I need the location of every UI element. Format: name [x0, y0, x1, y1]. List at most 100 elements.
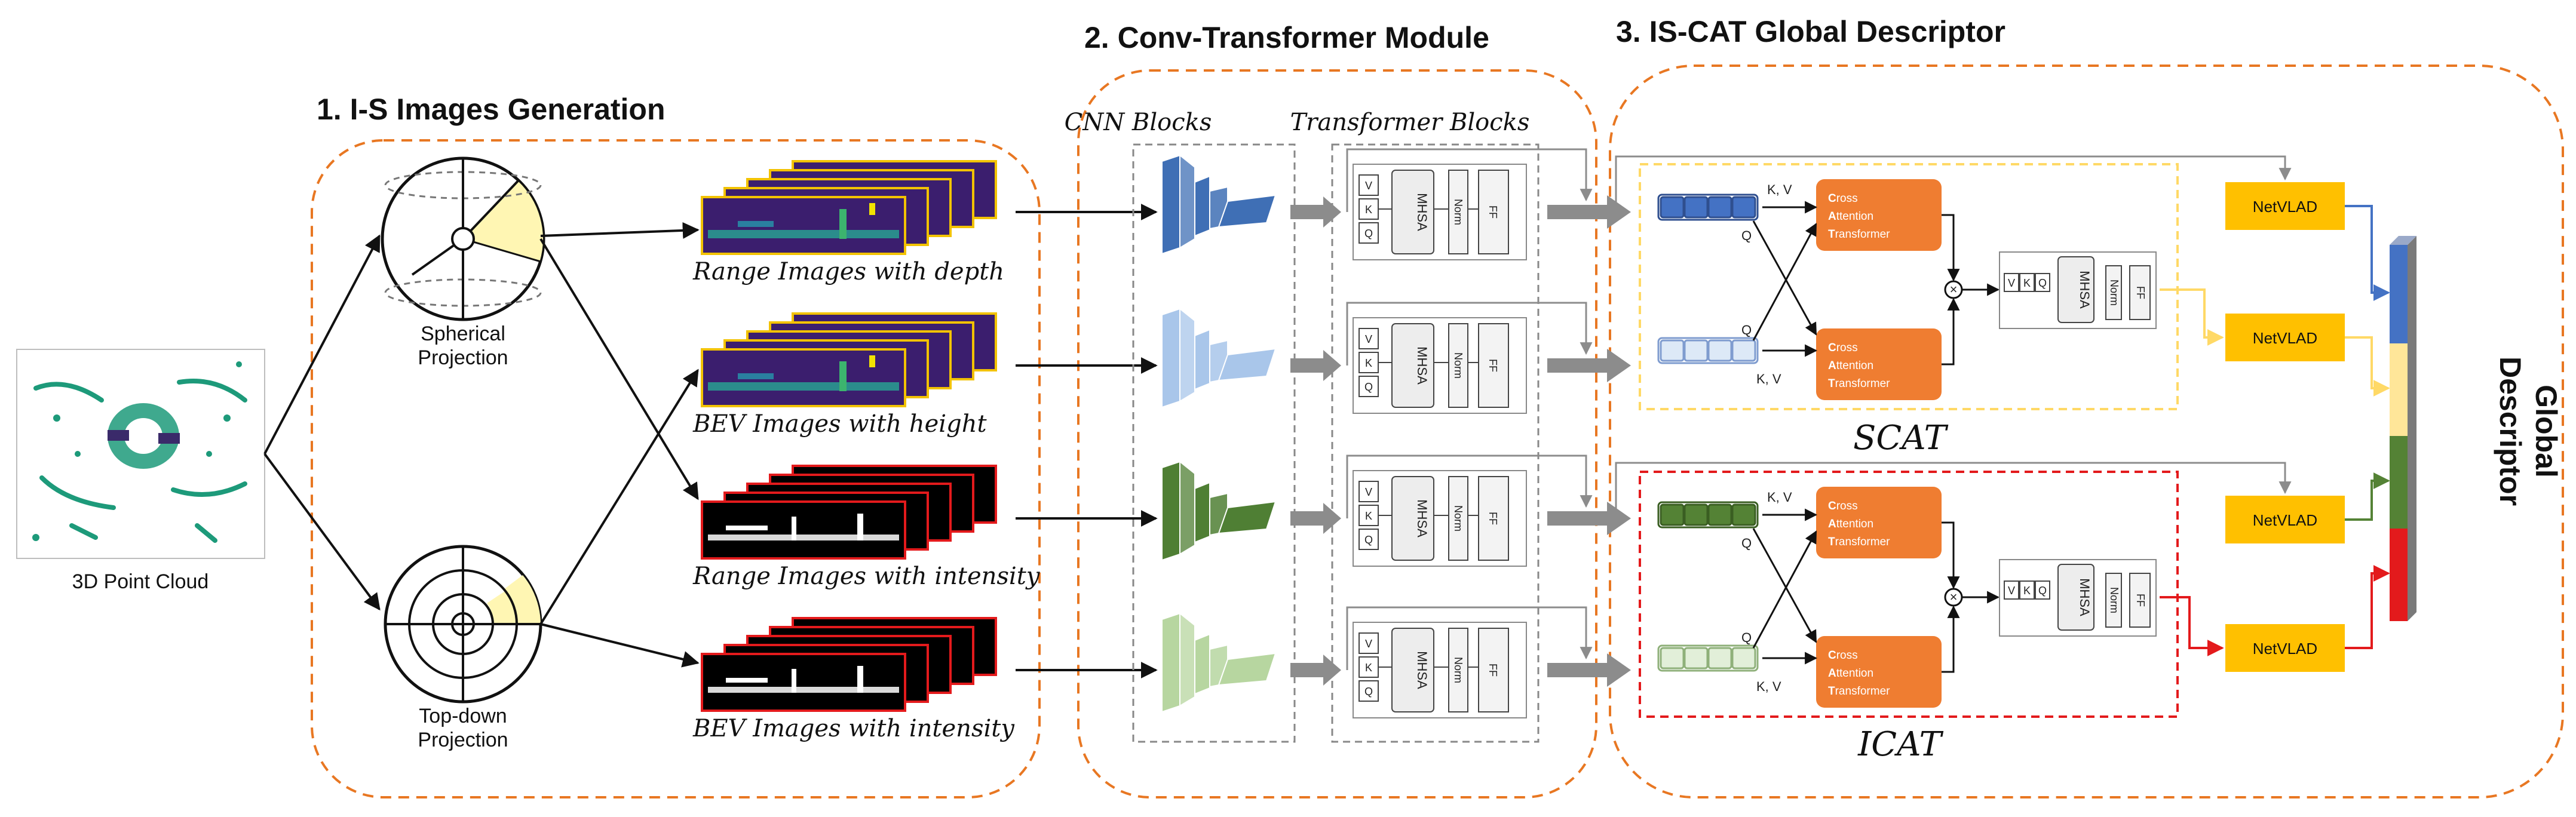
- stack-caption-1: Range Images with depth: [692, 258, 1004, 285]
- texture-mark: [869, 355, 875, 367]
- section-3-title: 3. IS-CAT Global Descriptor: [1616, 15, 2005, 48]
- norm-label: Norm: [1452, 657, 1464, 683]
- point-cloud-label: 3D Point Cloud: [72, 570, 209, 593]
- cnn-block-layer: [1161, 308, 1180, 408]
- netvlad-output-link: [2345, 472, 2390, 521]
- norm-box: [1448, 323, 1468, 408]
- q-label-bottom: Q: [1741, 630, 1752, 645]
- vkq-box: [2019, 273, 2035, 292]
- cat-box: [1816, 179, 1942, 251]
- netvlad-output-link: [2345, 205, 2390, 301]
- cnn-block-layer: [1194, 481, 1210, 543]
- descriptor-segment-3: [2390, 436, 2408, 529]
- texture-mark: [839, 209, 847, 239]
- cat-box: [1816, 487, 1942, 558]
- ff-box: [1478, 170, 1509, 254]
- token: [1683, 339, 1709, 362]
- cnn-block-layer: [1194, 175, 1210, 237]
- kv-label-top: K, V: [1767, 182, 1792, 197]
- section-1-title: 1. I-S Images Generation: [317, 93, 666, 126]
- section-3-frame: [1609, 64, 2564, 798]
- scat-label: SCAT: [1853, 419, 1949, 457]
- cnn-block-layer: [1218, 500, 1277, 535]
- descriptor-segment-4: [2390, 529, 2408, 621]
- arrow-sph-to-range-depth: [540, 222, 700, 239]
- kv-label-top: K, V: [1767, 490, 1792, 505]
- netvlad-label: NetVLAD: [2253, 329, 2317, 347]
- q-label-top: Q: [1741, 228, 1752, 243]
- cnn-block-layer: [1161, 460, 1180, 561]
- texture-band: [708, 535, 899, 540]
- scat-tokens-bottom: [1657, 337, 1759, 364]
- descriptor-segment-1: [2390, 245, 2408, 343]
- vkq-label: K: [1365, 510, 1372, 522]
- token: [1707, 647, 1732, 669]
- multiply-sign: ×: [1950, 282, 1958, 297]
- ff-box: [2129, 573, 2151, 628]
- texture-band: [708, 230, 899, 238]
- vkq-label: V: [1365, 638, 1372, 650]
- netvlad-3: NetVLAD: [2225, 472, 2390, 543]
- link: [1942, 605, 1960, 673]
- kv-label-bottom: K, V: [1756, 679, 1781, 694]
- transformer-blocks-label: Transformer Blocks: [1290, 109, 1530, 136]
- mhsa-label: MHSA: [1415, 346, 1430, 385]
- texture-mark: [792, 517, 796, 540]
- descriptor-segment-2: [2390, 343, 2408, 436]
- vkq-label: V: [1365, 180, 1372, 192]
- section-1-frame: [311, 139, 1041, 798]
- spherical-label-1: Spherical: [421, 322, 505, 345]
- ff-label: FF: [1487, 205, 1499, 219]
- cat-line: Cross: [1828, 649, 1858, 662]
- transformer-block-frame: [1353, 317, 1527, 414]
- token: [1660, 503, 1685, 526]
- transformer-block-frame: [1353, 470, 1527, 567]
- link: [1942, 297, 1960, 366]
- thick-arrow: [1290, 503, 1341, 534]
- transformer-block-frame: [1353, 164, 1527, 260]
- kv-label-bottom: K, V: [1756, 371, 1781, 386]
- cnn-blocks-frame: [1132, 143, 1296, 743]
- arrow-sph-to-range-intensity: [539, 238, 699, 500]
- image-stack-2: [701, 312, 1158, 407]
- cnn-block-layer: [1161, 154, 1180, 255]
- norm-label: Norm: [2108, 587, 2120, 613]
- vkq-box: [1358, 222, 1379, 244]
- stack-layer: [701, 348, 906, 407]
- cat-line: Cross: [1828, 342, 1858, 354]
- cnn-block-layer: [1179, 307, 1195, 403]
- texture-mark: [726, 526, 768, 530]
- cnn-block-layer: [1218, 348, 1277, 382]
- ff-box: [1478, 476, 1509, 561]
- netvlad-inputs: [1615, 155, 2292, 656]
- skip-connection: [1346, 606, 1593, 670]
- token-frame: [1657, 337, 1759, 364]
- mini-transformer-frame: [1999, 251, 2157, 329]
- vkq-box: [1358, 680, 1379, 702]
- image-stack-1: [701, 160, 1158, 255]
- netvlad-label: NetVLAD: [2253, 640, 2317, 658]
- mhsa-box: [1391, 476, 1434, 561]
- texture-band: [708, 382, 899, 391]
- cat-line: Attention: [1828, 360, 1873, 372]
- vkq-label: K: [1365, 204, 1372, 216]
- arrow-to-spherical: [263, 234, 381, 454]
- thick-arrow: [1290, 196, 1341, 228]
- cat-line: Transformer: [1828, 685, 1890, 698]
- ff-label: FF: [1487, 512, 1499, 525]
- token: [1731, 647, 1756, 669]
- vkq-label: K: [2023, 277, 2031, 289]
- mhsa-box: [2057, 256, 2094, 323]
- ff-label: FF: [2135, 286, 2146, 299]
- token: [1731, 339, 1756, 362]
- netvlad-box: [2225, 314, 2345, 361]
- token: [1660, 339, 1685, 362]
- norm-label: Norm: [1452, 352, 1464, 379]
